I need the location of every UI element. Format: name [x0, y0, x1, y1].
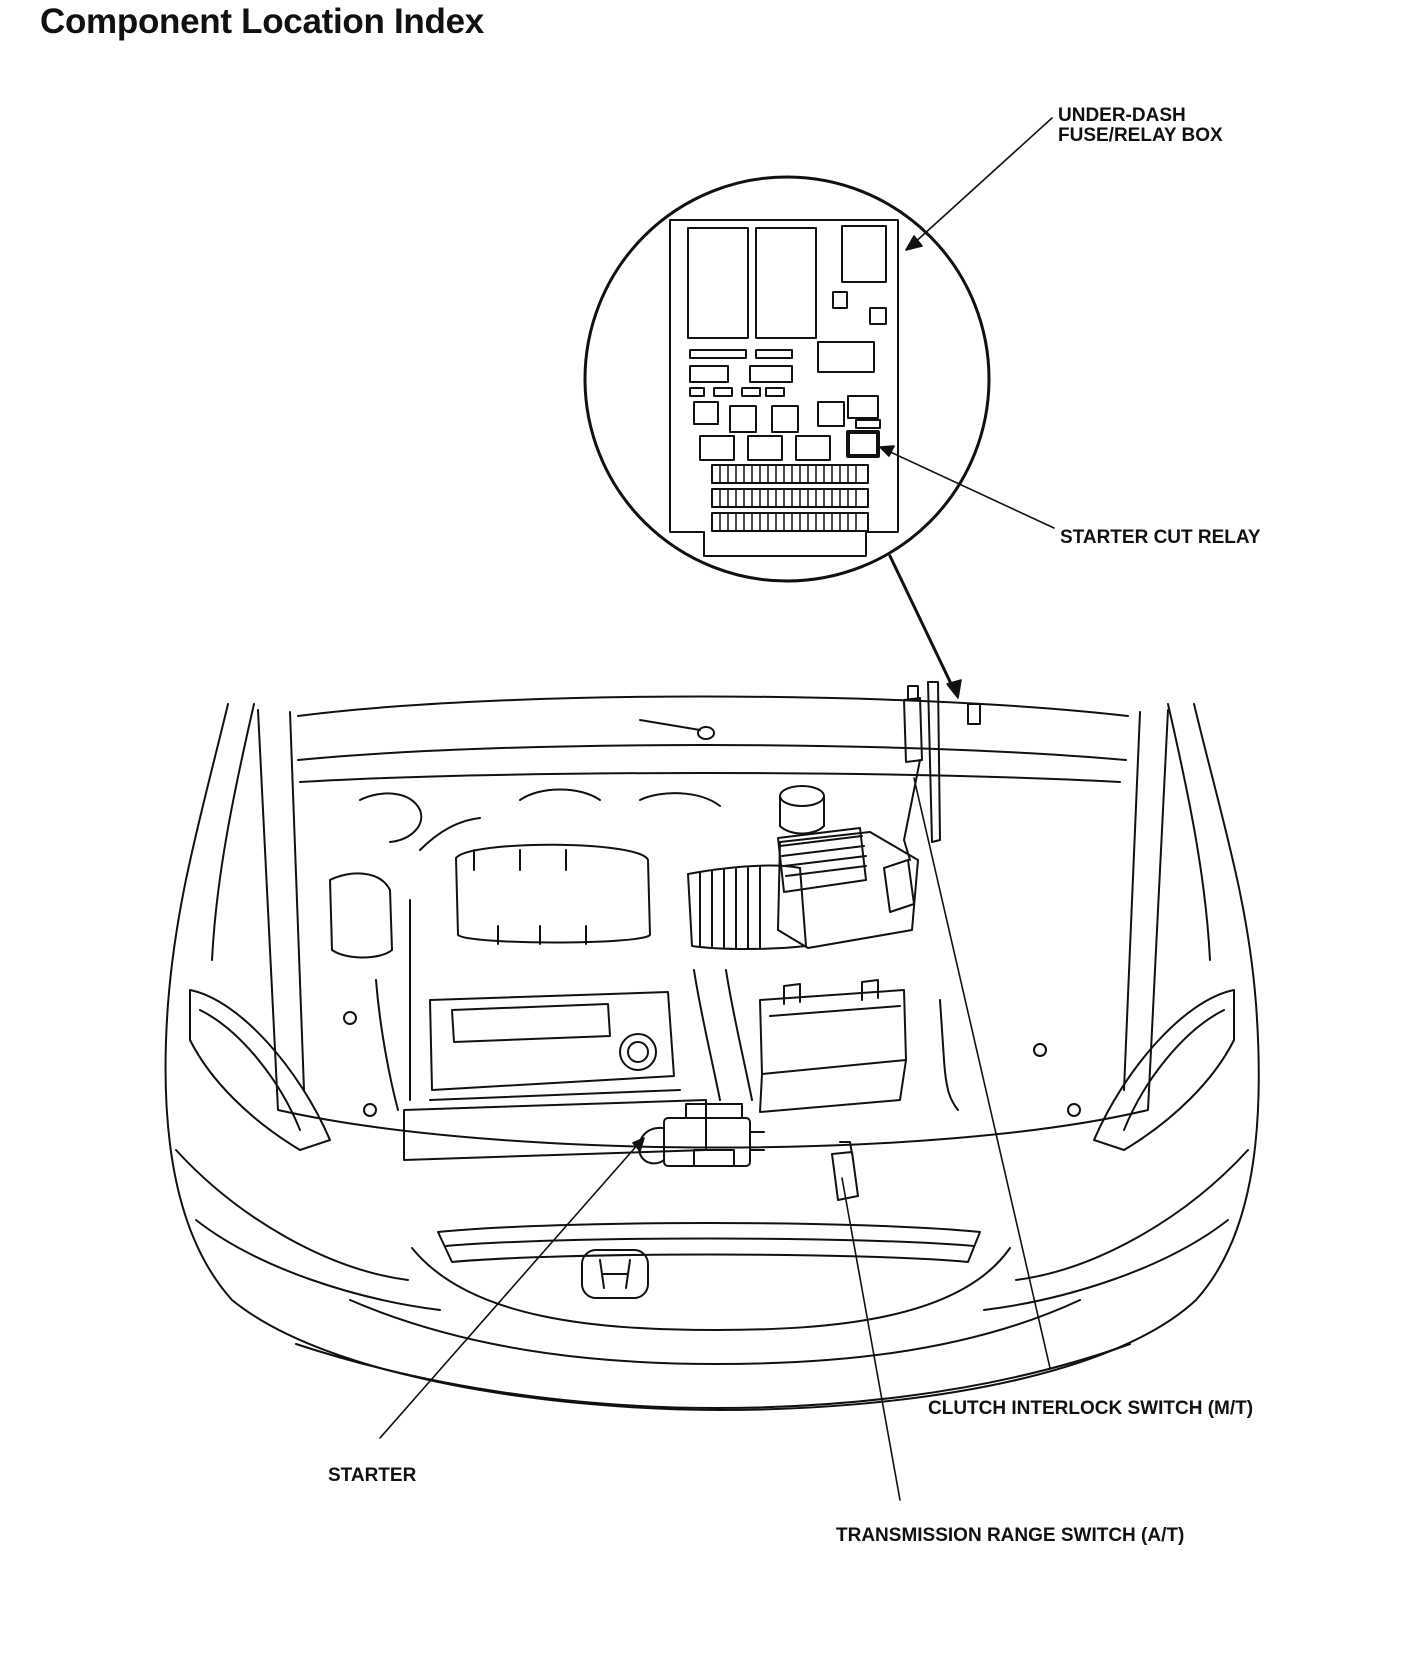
label-under-dash: UNDER-DASH FUSE/RELAY BOX — [1058, 106, 1223, 146]
label-starter-cut-relay: STARTER CUT RELAY — [1060, 527, 1261, 548]
page-title: Component Location Index — [40, 2, 484, 41]
label-under-dash-line1: UNDER-DASH — [1058, 105, 1186, 126]
leader-under-dash — [912, 118, 1052, 245]
leader-starter-cut-relay — [886, 450, 1054, 528]
label-clutch-interlock-switch: CLUTCH INTERLOCK SWITCH (M/T) — [928, 1398, 1254, 1419]
leader-clutch-interlock — [914, 778, 1050, 1368]
label-transmission-range-switch: TRANSMISSION RANGE SWITCH (A/T) — [836, 1525, 1185, 1546]
label-starter: STARTER — [328, 1465, 417, 1486]
arrow-to-dash-location — [890, 556, 954, 690]
fuse-relay-box-detail — [585, 177, 989, 581]
leader-transmission-range — [842, 1178, 900, 1500]
car-engine-bay-illustration — [166, 682, 1259, 1410]
label-under-dash-line2: FUSE/RELAY BOX — [1058, 125, 1223, 146]
leader-starter — [380, 1142, 640, 1438]
leader-lines — [380, 118, 1054, 1500]
